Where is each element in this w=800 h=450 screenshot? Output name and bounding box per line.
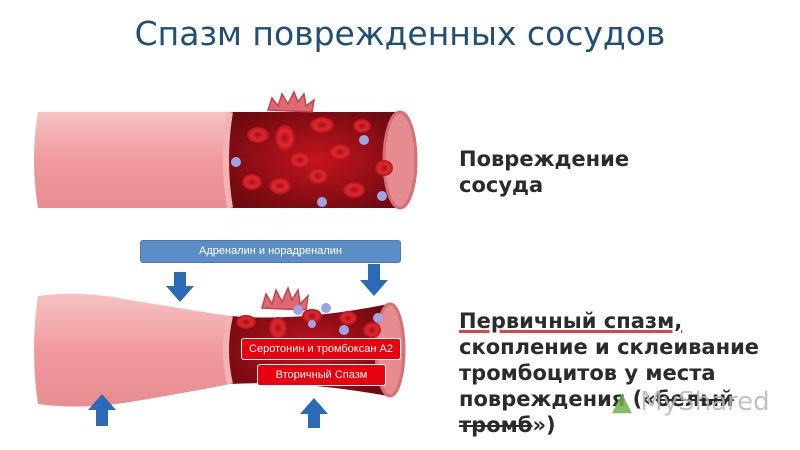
page-title: Спазм поврежденных сосудов — [134, 14, 666, 53]
label-primary-line4-strike: белый тромб — [459, 387, 734, 437]
label-damage-line2: сосуда — [459, 173, 544, 197]
arrow-down-right — [360, 264, 388, 296]
blood-cells-top — [242, 117, 393, 198]
serotonin-box: Серотонин и тромбоксан А2 — [241, 338, 401, 360]
watermark-text: MyShared — [640, 387, 770, 417]
label-primary-line4-a: повреждения (« — [459, 387, 656, 411]
healthy-vessel — [34, 90, 418, 210]
platelets-bottom — [293, 303, 383, 335]
label-primary-spasm: Первичный спазм, скопление и склеивание … — [459, 308, 800, 438]
vessel-wall-bottom — [34, 293, 230, 407]
label-primary-line2: скопление и склеивание — [459, 335, 760, 359]
platelets-top — [231, 135, 387, 207]
arrow-down-left — [166, 272, 194, 302]
rupture-top — [266, 90, 316, 113]
label-primary-line3: тромбоцитов у места — [459, 361, 716, 385]
vessel-wall — [34, 112, 230, 208]
label-primary-line4: повреждения («белый тромб») — [459, 386, 800, 438]
rupture-bottom — [261, 285, 310, 311]
watermark: ▲ MyShared — [612, 387, 770, 417]
label-primary-line1: Первичный спазм, — [459, 309, 683, 333]
adrenaline-box: Адреналин и норадреналин — [140, 240, 401, 263]
label-damage-line1: Повреждение — [459, 147, 630, 171]
label-primary-line4-b: ») — [532, 413, 556, 437]
watermark-logo-icon: ▲ — [612, 387, 632, 417]
arrow-up-right — [300, 398, 328, 428]
label-vessel-damage: Повреждение сосуда — [459, 146, 629, 198]
arrow-up-left — [88, 394, 116, 426]
secondary-spasm-box: Вторичный Спазм — [257, 364, 386, 386]
